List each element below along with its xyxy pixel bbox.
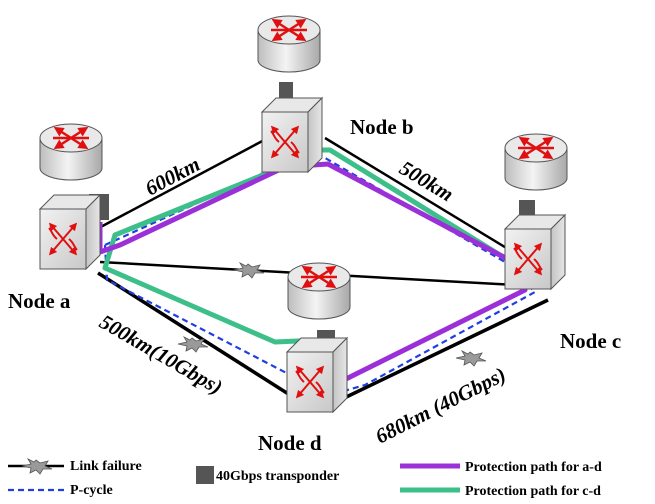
legend: Link failure P-cycle 40Gbps transponder … (8, 458, 602, 499)
node-d-label: Node d (258, 431, 322, 455)
link-a-d (97, 271, 291, 397)
link-a-d-label: 500km(10Gbps) (96, 310, 227, 400)
link-a-b (94, 136, 269, 232)
legend-link-failure: Link failure (70, 459, 142, 474)
node-b-label: Node b (350, 115, 414, 139)
node-c-label: Node c (560, 329, 621, 353)
link-d-c (339, 298, 549, 402)
cross-connect-icon (287, 338, 347, 412)
router-icon (288, 263, 350, 319)
node-a-label: Node a (8, 289, 71, 313)
link-b-c (324, 136, 519, 257)
router-icon (505, 134, 567, 190)
node-c (505, 134, 567, 289)
link-a-b-label: 600km (141, 152, 204, 201)
link-failure-icon (455, 350, 487, 367)
legend-protection-c-d: Protection path for c-d (465, 484, 601, 499)
p-cycle-ring (103, 153, 537, 397)
cross-connect-icon (505, 215, 565, 289)
node-b (258, 16, 322, 172)
transponder-swatch (196, 466, 214, 484)
node-a (40, 124, 109, 269)
link-failure-icon (177, 336, 209, 353)
node-d (287, 263, 350, 412)
legend-p-cycle: P-cycle (70, 483, 113, 498)
legend-protection-a-d: Protection path for a-d (465, 460, 602, 475)
cross-connect-icon (40, 195, 100, 269)
legend-transponder: 40Gbps transponder (216, 469, 339, 484)
cross-connect-icon (262, 98, 322, 172)
transponder (279, 82, 293, 102)
router-icon (40, 124, 102, 180)
router-icon (258, 16, 320, 72)
